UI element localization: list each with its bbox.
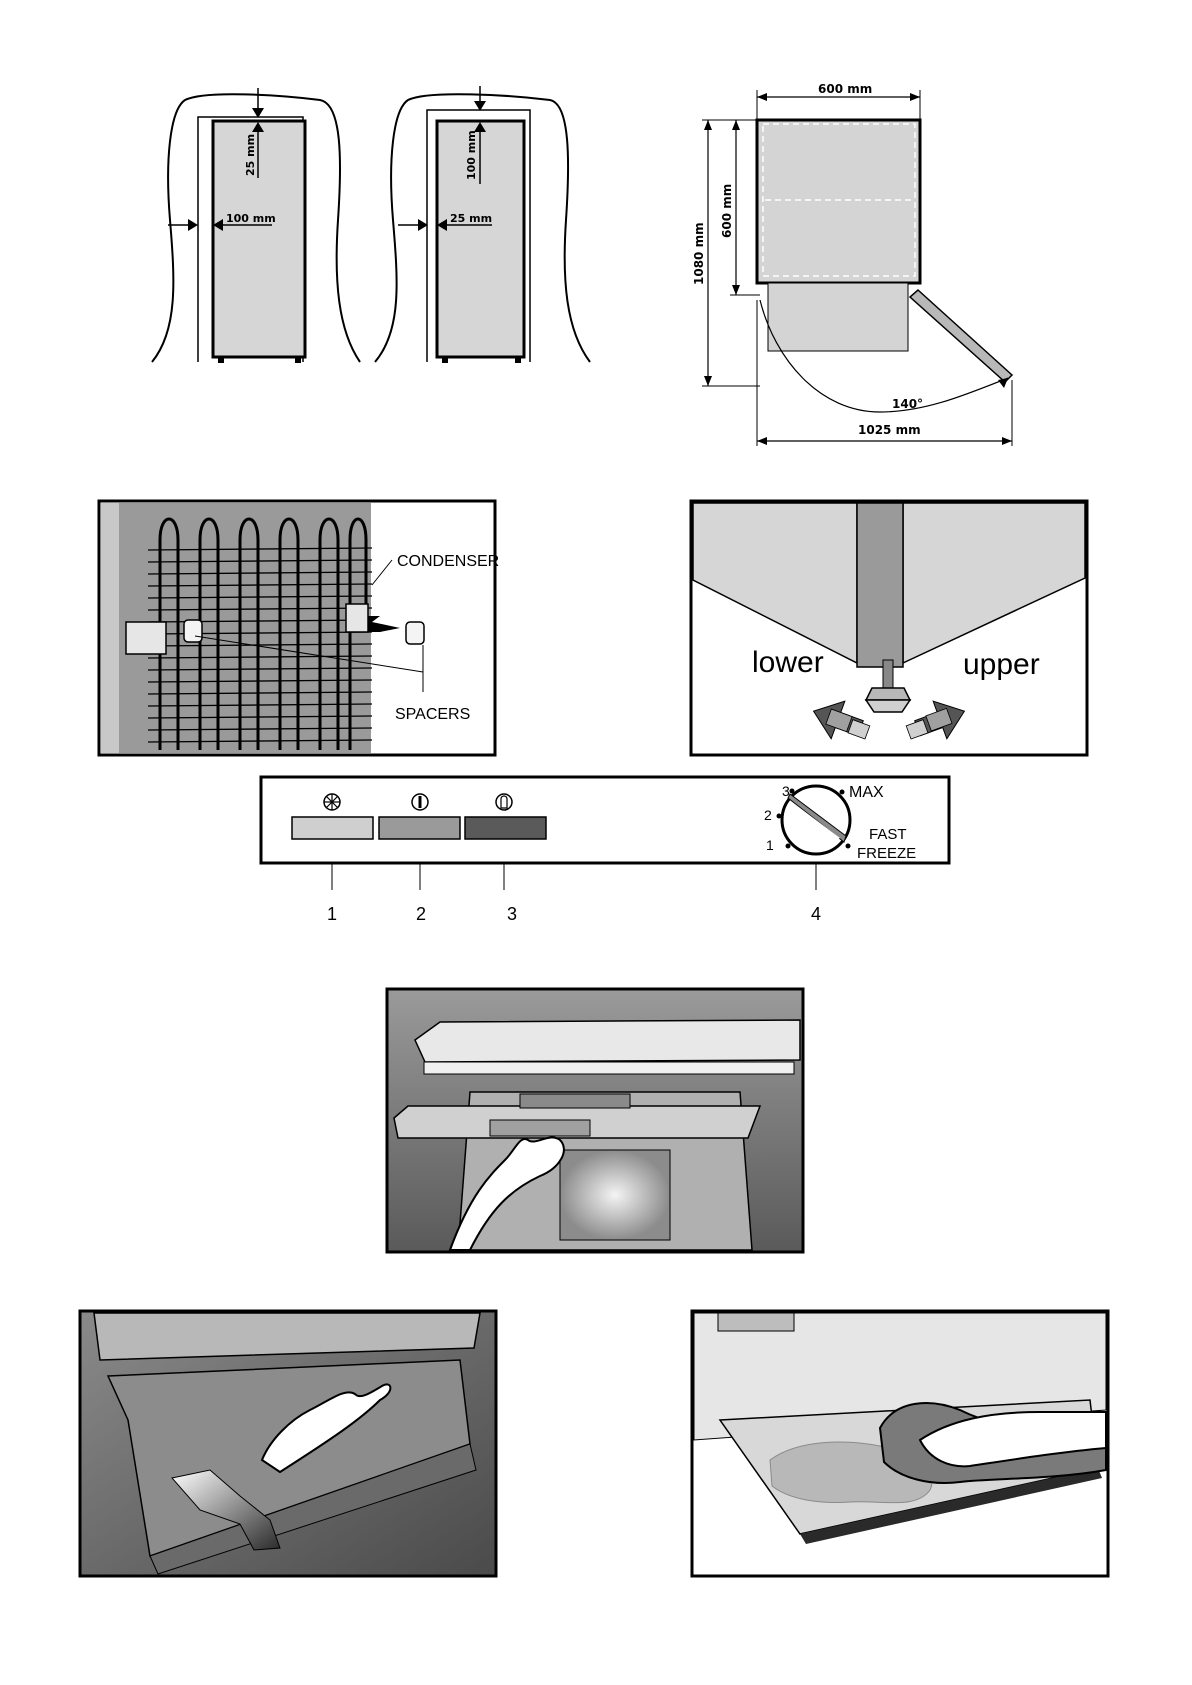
clearance-figure: 25 mm 100 mm 100 mm 25 mm xyxy=(152,86,590,363)
bracket-right xyxy=(346,604,368,632)
fast-label: FAST xyxy=(869,826,907,843)
spacer-left xyxy=(184,620,202,642)
dimensions-figure: 600 mm 600 mm 1080 mm 140° 1025 mm xyxy=(692,82,1012,446)
callout-3: 3 xyxy=(507,904,517,924)
callout-1: 1 xyxy=(327,904,337,924)
right-top-gap-label: 100 mm xyxy=(465,130,478,180)
total-depth-label: 1080 mm xyxy=(692,222,706,285)
cleaning-figure xyxy=(692,1311,1108,1576)
upper-label: upper xyxy=(963,648,1040,681)
knob-mark-2: 2 xyxy=(764,807,772,823)
callout-4: 4 xyxy=(811,904,821,924)
width-label: 600 mm xyxy=(818,82,872,96)
lower-label: lower xyxy=(752,646,824,679)
right-side-gap-label: 25 mm xyxy=(450,212,492,225)
knob-mark-1: 1 xyxy=(766,837,774,853)
thermostat-knob[interactable] xyxy=(782,786,850,854)
bracket-left xyxy=(126,622,166,654)
left-top-gap-label: 25 mm xyxy=(244,134,257,176)
cabinet-top-view xyxy=(757,120,920,283)
angle-label: 140° xyxy=(892,397,923,411)
depth-label: 600 mm xyxy=(720,184,734,238)
spacers-figure: CONDENSER SPACERS xyxy=(99,501,499,755)
total-width-label: 1025 mm xyxy=(858,423,921,437)
lamp-1 xyxy=(292,817,373,839)
control-panel-figure: 1 2 3 MAX FAST FREEZE 1 2 3 4 xyxy=(261,777,949,924)
appliance-left xyxy=(213,121,305,357)
knob-mark-max: MAX xyxy=(849,784,884,801)
lamp-3 xyxy=(465,817,546,839)
snowflake-icon xyxy=(324,794,340,810)
spacers-label: SPACERS xyxy=(395,706,470,723)
condenser-label: CONDENSER xyxy=(397,553,499,570)
callout-2: 2 xyxy=(416,904,426,924)
lamp-2 xyxy=(379,817,460,839)
spacer-right xyxy=(406,622,424,644)
drawer-figure xyxy=(80,1311,496,1576)
freeze-label: FREEZE xyxy=(857,845,916,862)
tray-figure xyxy=(387,989,803,1252)
left-side-gap-label: 100 mm xyxy=(226,212,276,225)
knob-mark-3: 3 xyxy=(782,783,790,799)
feet-figure: lower upper xyxy=(691,501,1087,755)
